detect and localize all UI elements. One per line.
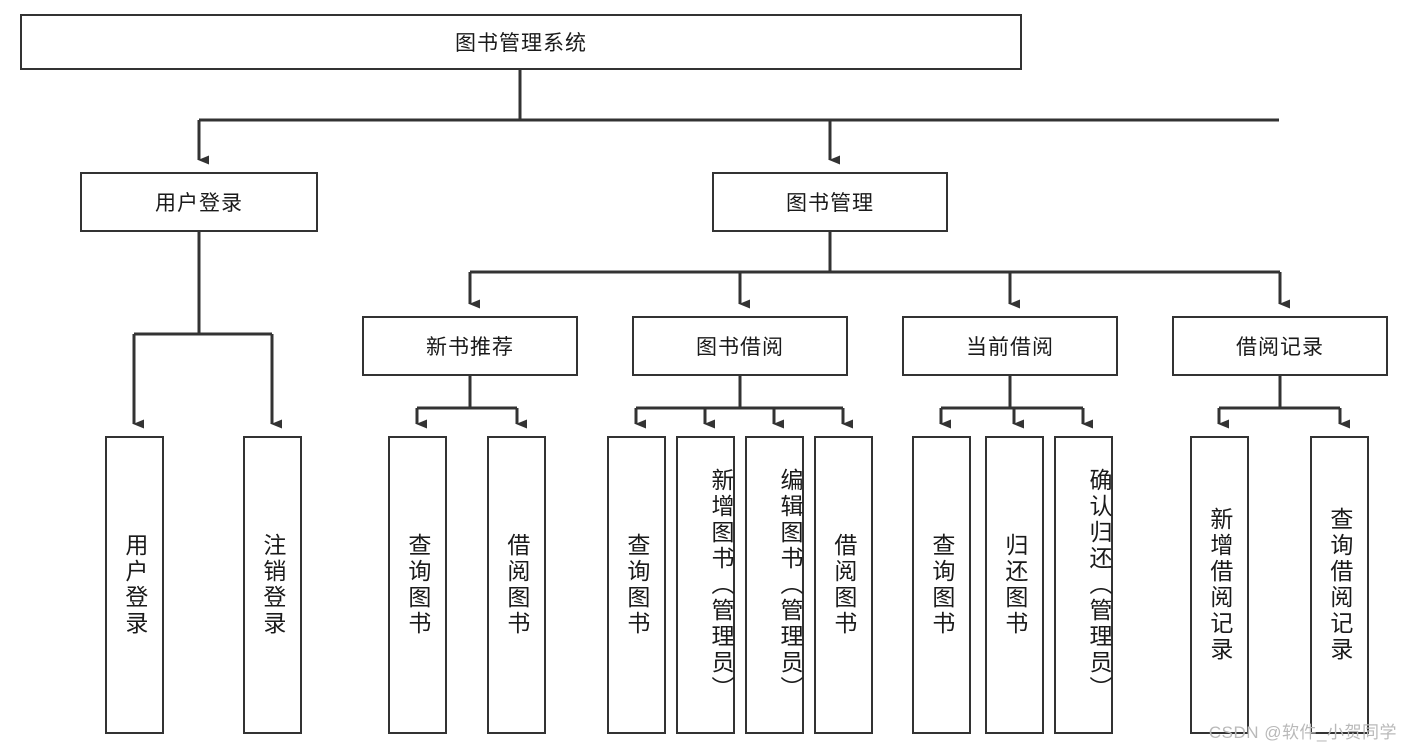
leaf-edit-book-admin[interactable]: 编辑图书（管理员） (745, 436, 804, 734)
leaf-add-borrow-record[interactable]: 新增借阅记录 (1190, 436, 1249, 734)
leaf-add-book-admin[interactable]: 新增图书（管理员） (676, 436, 735, 734)
edge-currentborrow-to-leaves (939, 376, 1093, 429)
edge-root-to-level1 (197, 70, 1279, 165)
edge-borrowrecord-to-leaves (1217, 376, 1350, 429)
leaf-user-logout[interactable]: 注销登录 (243, 436, 302, 734)
node-user-login[interactable]: 用户登录 (80, 172, 318, 232)
leaf-query-book-recommend[interactable]: 查询图书 (388, 436, 447, 734)
edge-newbookrec-to-leaves (415, 376, 527, 429)
node-current-borrow[interactable]: 当前借阅 (902, 316, 1118, 376)
edge-userlogin-to-leaves (132, 232, 282, 429)
node-new-book-recommend[interactable]: 新书推荐 (362, 316, 578, 376)
leaf-borrow-book-recommend[interactable]: 借阅图书 (487, 436, 546, 734)
node-book-management[interactable]: 图书管理 (712, 172, 948, 232)
leaf-return-book[interactable]: 归还图书 (985, 436, 1044, 734)
leaf-user-login[interactable]: 用户登录 (105, 436, 164, 734)
edge-bookmgmt-to-level2 (468, 232, 1290, 309)
node-book-borrow[interactable]: 图书借阅 (632, 316, 848, 376)
node-root[interactable]: 图书管理系统 (20, 14, 1022, 70)
leaf-confirm-return-admin[interactable]: 确认归还（管理员） (1054, 436, 1113, 734)
leaf-borrow-book[interactable]: 借阅图书 (814, 436, 873, 734)
leaf-query-borrow-record[interactable]: 查询借阅记录 (1310, 436, 1369, 734)
edge-bookborrow-to-leaves (634, 376, 853, 429)
leaf-query-book-current[interactable]: 查询图书 (912, 436, 971, 734)
node-borrow-record[interactable]: 借阅记录 (1172, 316, 1388, 376)
leaf-query-book-borrow[interactable]: 查询图书 (607, 436, 666, 734)
